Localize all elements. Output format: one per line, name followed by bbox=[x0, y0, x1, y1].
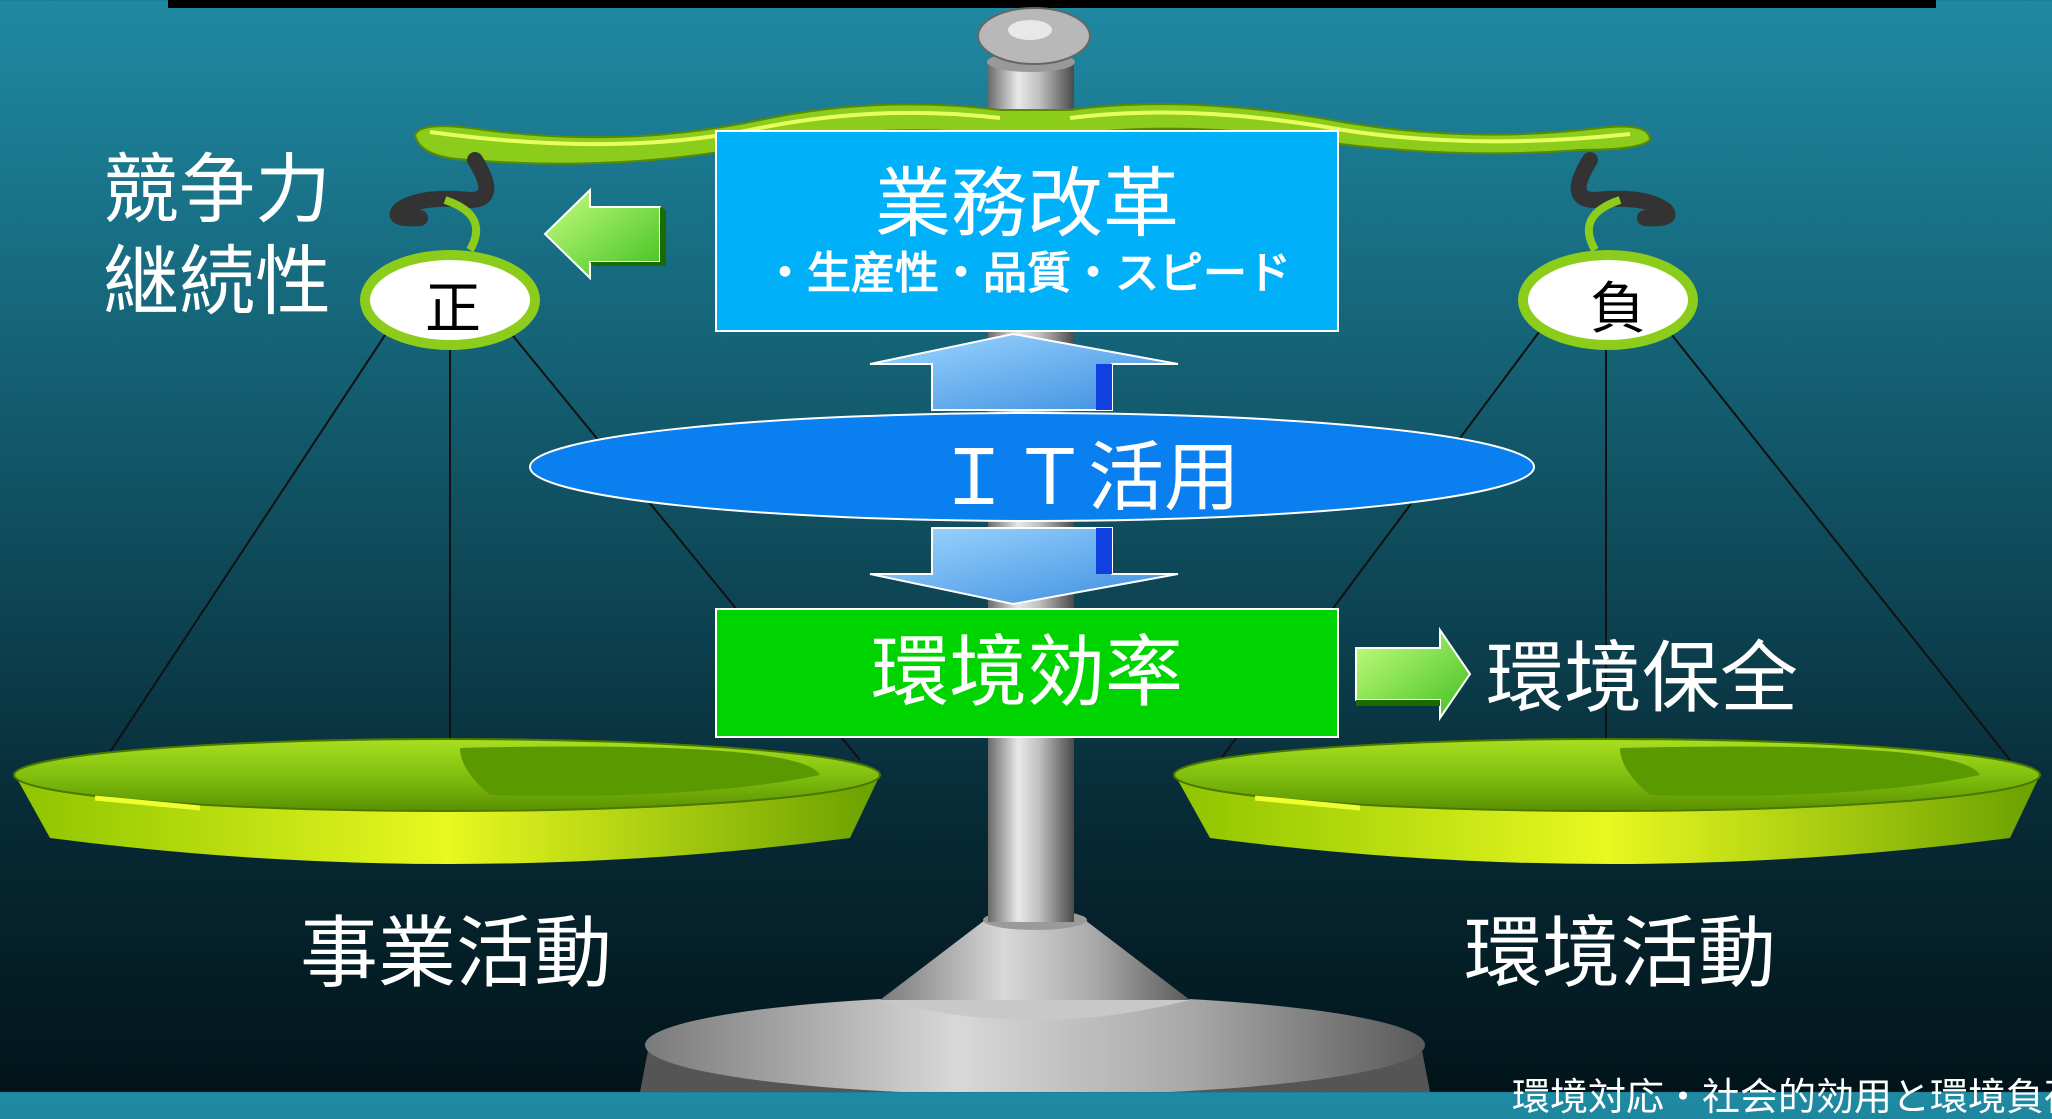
footer-note: 環境対応・社会的効用と環境負荷 bbox=[1512, 1075, 2052, 1119]
eco-efficiency-label: 環境効率 bbox=[870, 628, 1183, 718]
left-pan bbox=[13, 738, 881, 864]
business-reform-title: 業務改革 bbox=[875, 159, 1179, 248]
competitiveness-label: 競争力 bbox=[103, 145, 331, 234]
it-ellipse bbox=[529, 412, 1535, 522]
sustainability-label: 継続性 bbox=[103, 237, 331, 326]
down-arrow bbox=[869, 527, 1179, 606]
business-reform-subtitle: ・生産性・品質・スピード bbox=[763, 248, 1291, 299]
positive-label: 正 bbox=[425, 277, 481, 342]
left-weight-ring bbox=[360, 250, 540, 350]
scale-base bbox=[640, 910, 1430, 1092]
it-utilization-label: ＩＴ活用 bbox=[936, 433, 1240, 522]
up-arrow bbox=[869, 332, 1179, 411]
negative-label: 負 bbox=[1590, 277, 1646, 342]
environmental-activity-label: 環境活動 bbox=[1464, 909, 1777, 999]
eco-efficiency-box: 環境効率 bbox=[715, 608, 1339, 738]
environmental-conservation-label: 環境保全 bbox=[1486, 634, 1799, 724]
business-activity-label: 事業活動 bbox=[300, 909, 613, 999]
right-pan bbox=[1173, 738, 2041, 864]
top-black-bar bbox=[168, 0, 1936, 8]
right-weight-ring bbox=[1518, 250, 1698, 350]
business-reform-box: 業務改革 ・生産性・品質・スピード bbox=[715, 130, 1339, 332]
balance-scale-diagram: 業務改革 ・生産性・品質・スピード ＩＴ活用 環境効率 競争力 継続性 正 負 … bbox=[13, 0, 2041, 1092]
